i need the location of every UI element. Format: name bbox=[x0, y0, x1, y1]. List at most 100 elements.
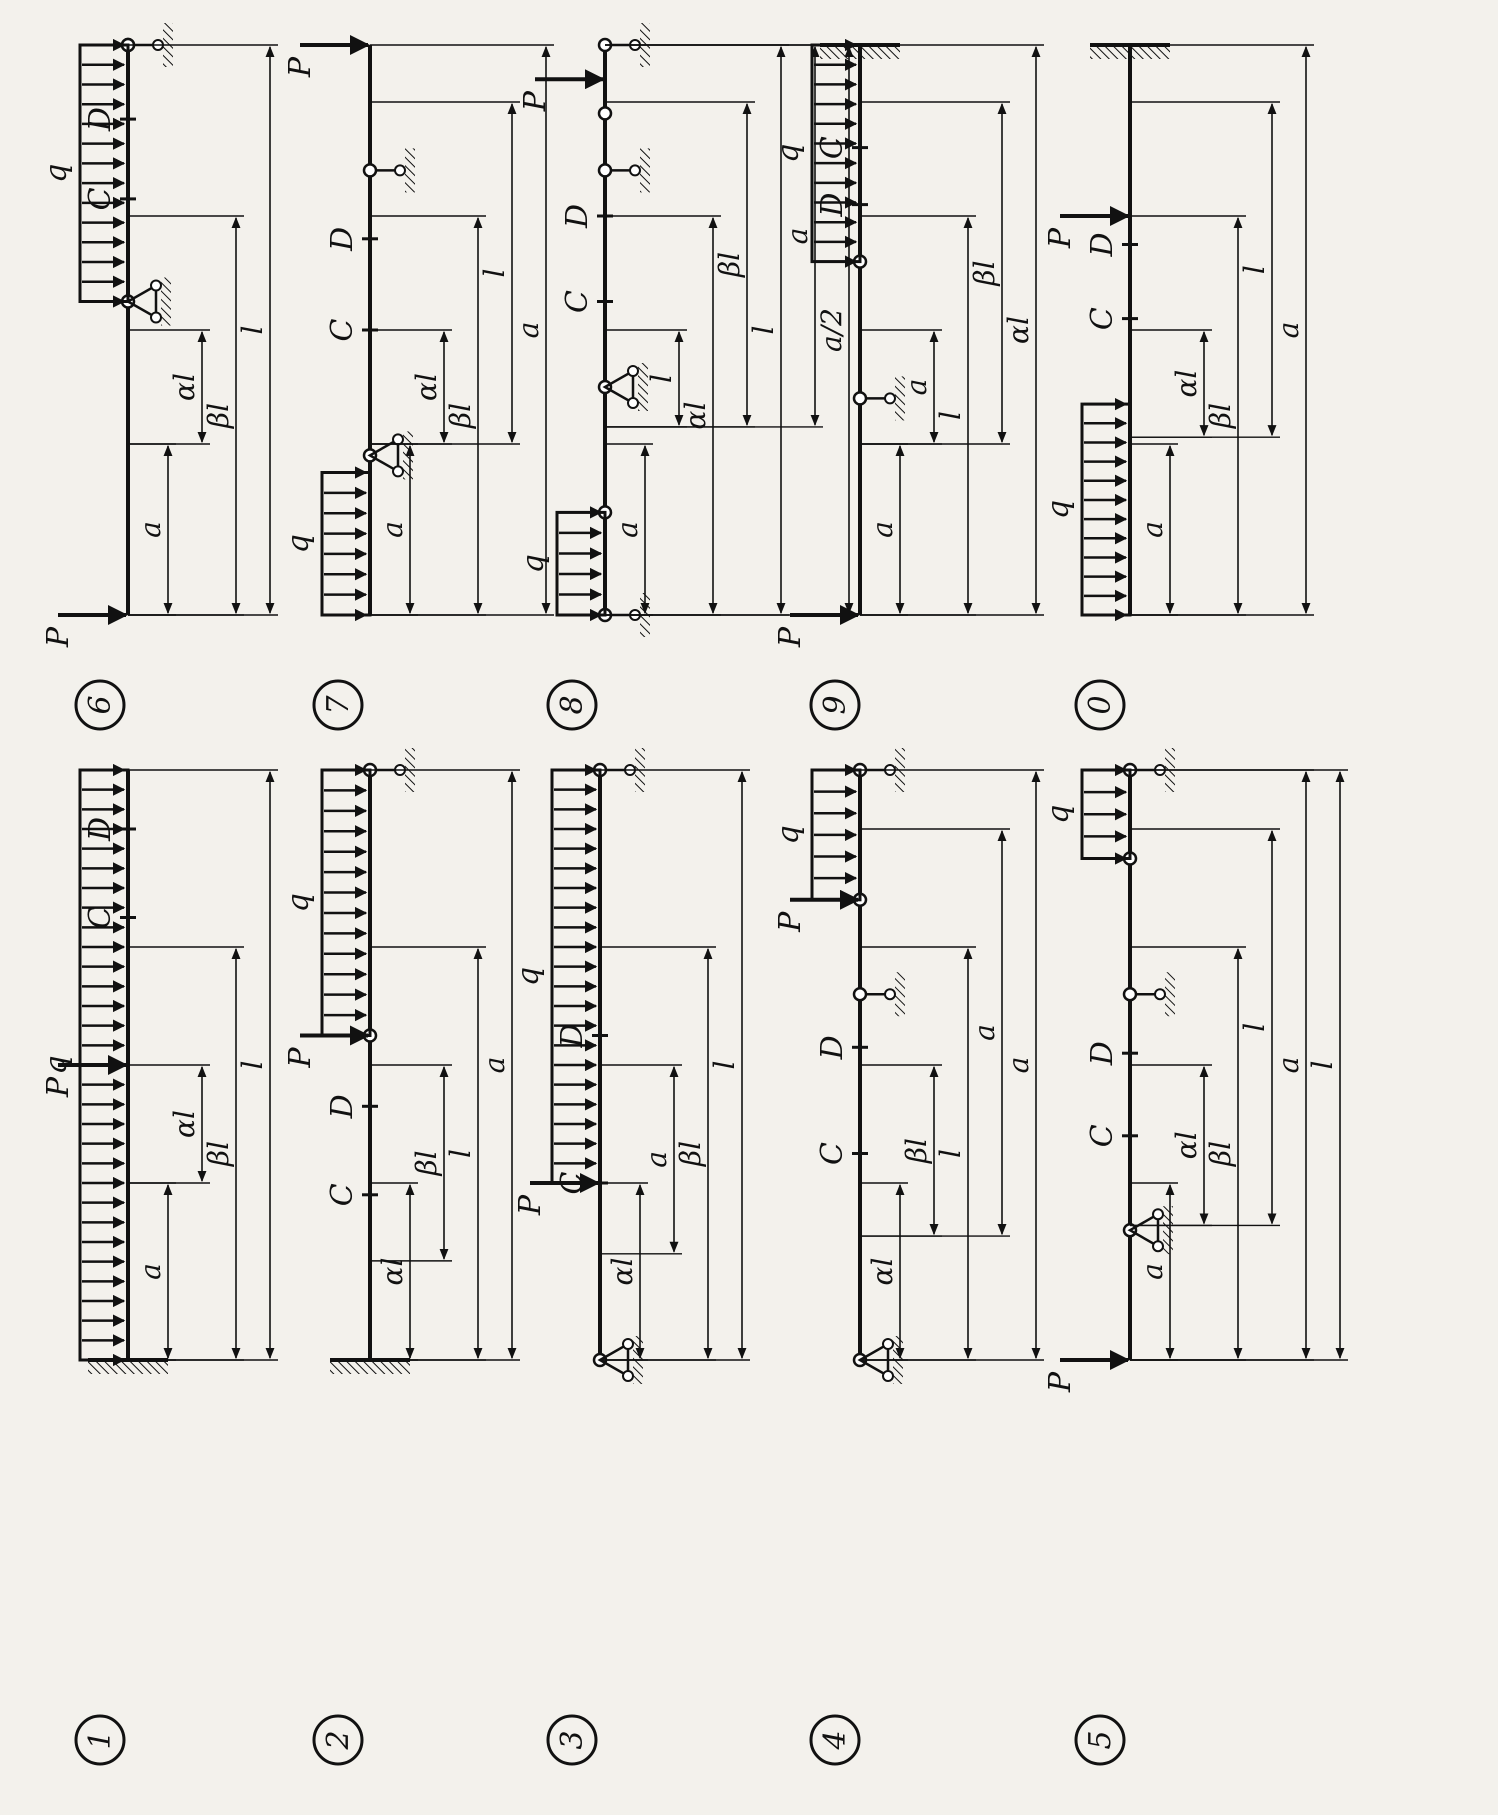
label-q: q bbox=[1041, 805, 1076, 824]
dim-2-label: βl bbox=[202, 1141, 235, 1167]
number-circle bbox=[546, 679, 598, 731]
support-0-b2 bbox=[622, 1338, 634, 1350]
support-1-b2 bbox=[627, 365, 639, 377]
support-1-b bbox=[1154, 988, 1166, 1001]
dim-1-label: βl bbox=[900, 1138, 933, 1164]
dim-3-label: βl bbox=[968, 260, 1001, 286]
dim-3-label: l bbox=[1238, 265, 1271, 274]
support-0-ground bbox=[161, 277, 171, 326]
support-0-b1 bbox=[1152, 1240, 1164, 1253]
dim-1-label: αl bbox=[1170, 370, 1203, 398]
support-0-tri bbox=[125, 283, 158, 320]
dim-0-label: a bbox=[134, 1263, 167, 1280]
label-C: C bbox=[325, 1183, 360, 1206]
label-C: C bbox=[815, 1142, 850, 1165]
dim-1-label: a bbox=[900, 379, 933, 396]
support-0-tri bbox=[1127, 1212, 1160, 1249]
scheme-number-4: 4 bbox=[809, 1714, 861, 1766]
label-P: P bbox=[41, 626, 76, 648]
label-C: C bbox=[83, 187, 118, 210]
support-1-b1 bbox=[627, 397, 639, 409]
number-circle bbox=[312, 679, 364, 731]
label-q: q bbox=[771, 825, 806, 844]
support-0-hatch bbox=[1090, 45, 1170, 59]
dim-5-label: a bbox=[781, 228, 814, 245]
label-C: C bbox=[1085, 307, 1120, 330]
dim-4-label: l bbox=[747, 326, 780, 335]
dim-3-label: l bbox=[478, 269, 511, 278]
dim-1-label: αl bbox=[168, 1110, 201, 1138]
support-0-b2 bbox=[392, 433, 404, 446]
scheme-number-6: 6 bbox=[74, 679, 126, 731]
number-circle bbox=[809, 679, 861, 731]
label-q: q bbox=[511, 967, 546, 986]
number-circle bbox=[1074, 679, 1126, 731]
dim-2-label: βl bbox=[202, 403, 235, 429]
label-q: q bbox=[516, 554, 551, 573]
support-2-ground bbox=[640, 148, 650, 193]
label-D: D bbox=[1085, 232, 1120, 257]
number-label: 4 bbox=[818, 1730, 853, 1750]
support-0-hatch bbox=[330, 1360, 410, 1374]
support-1-hinge bbox=[1122, 986, 1138, 1002]
label-P: P bbox=[773, 626, 808, 648]
label-C: C bbox=[560, 290, 595, 313]
dim-5-label: l bbox=[1306, 1061, 1339, 1070]
dim-1-label: αl bbox=[1170, 1131, 1203, 1159]
distributed-load-box bbox=[550, 768, 602, 1185]
number-label: 6 bbox=[83, 695, 118, 714]
support-0-hatch bbox=[88, 1360, 168, 1374]
number-circle bbox=[312, 1714, 364, 1766]
support-0-b1 bbox=[150, 311, 162, 324]
number-circle bbox=[74, 1714, 126, 1766]
support-0-hinge bbox=[852, 391, 868, 406]
dim-1-label: αl bbox=[410, 373, 443, 401]
dim-1-label: αl bbox=[168, 373, 201, 401]
label-q: q bbox=[39, 1055, 74, 1074]
dim-3-label: a bbox=[478, 1057, 511, 1074]
dim-4-label: a bbox=[1272, 322, 1305, 339]
support-0-b2 bbox=[1152, 1208, 1164, 1221]
label-q: q bbox=[1041, 500, 1076, 519]
label-P: P bbox=[513, 1194, 548, 1216]
number-circle bbox=[809, 1714, 861, 1766]
dim-4-label: a bbox=[1272, 1057, 1305, 1074]
label-D: D bbox=[560, 204, 595, 229]
label-P: P bbox=[283, 1047, 318, 1069]
dim-3-label: l bbox=[708, 1061, 741, 1070]
label-D: D bbox=[325, 227, 360, 252]
number-label: 8 bbox=[555, 695, 590, 714]
support-0-b1 bbox=[882, 1370, 894, 1382]
dim-0-label: a bbox=[611, 521, 644, 538]
label-D: D bbox=[325, 1094, 360, 1119]
support-0-b1 bbox=[622, 1370, 634, 1382]
number-label: 5 bbox=[1083, 1730, 1118, 1749]
dim-2-label: βl bbox=[1204, 403, 1237, 429]
number-circle bbox=[1074, 1714, 1126, 1766]
scheme-number-3: 3 bbox=[546, 1714, 598, 1766]
dim-0-label: a bbox=[1136, 521, 1169, 538]
label-P: P bbox=[1043, 1371, 1078, 1393]
label-P: P bbox=[773, 911, 808, 933]
dim-4-label: a bbox=[1002, 1057, 1035, 1074]
label-D: D bbox=[83, 107, 118, 132]
dim-1-label: l bbox=[645, 374, 678, 383]
dim-3-label: βl bbox=[713, 252, 746, 278]
support-0-ground bbox=[895, 376, 905, 421]
label-P: P bbox=[1043, 227, 1078, 249]
dim-1-label: βl bbox=[410, 1150, 443, 1176]
scheme-number-1: 1 bbox=[74, 1714, 126, 1766]
support-0-b1 bbox=[392, 465, 404, 478]
label-P: P bbox=[283, 56, 318, 78]
label-q: q bbox=[281, 534, 316, 553]
dim-6-label: a/2 bbox=[815, 308, 848, 352]
dim-3-label: l bbox=[236, 326, 269, 335]
label-D: D bbox=[1085, 1041, 1120, 1066]
scheme-number-2: 2 bbox=[312, 1714, 364, 1766]
